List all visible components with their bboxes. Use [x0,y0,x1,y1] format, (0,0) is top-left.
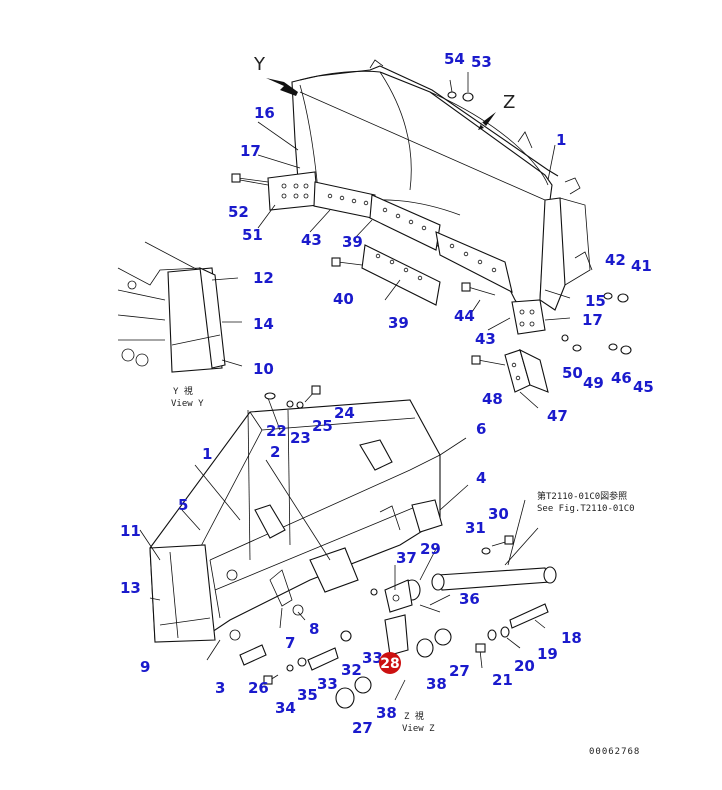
callout: 35 [297,686,318,704]
callout: 32 [341,661,362,679]
callout: 22 [266,422,287,440]
callout: 38 [426,675,447,693]
callout: 25 [312,417,333,435]
callout: 40 [333,290,354,308]
drawing-number: 00062768 [589,747,640,757]
callout: 4 [476,469,486,487]
callout: 44 [454,307,475,325]
reference-note-jp: 第T2110-01C0図参照 [537,490,627,502]
callout: 47 [547,407,568,425]
callout: 41 [631,257,652,275]
blade-drawing [231,59,632,393]
callout: 1 [202,445,212,463]
callout: 34 [275,699,296,717]
callout: 30 [488,505,509,523]
callout: 8 [309,620,319,638]
callout: 50 [562,364,583,382]
callout: 51 [242,226,263,244]
view-z-caption-en: View Z [402,724,435,734]
callout: 43 [475,330,496,348]
frame-drawing [149,385,557,709]
callout: 13 [120,579,141,597]
callout: 24 [334,404,355,422]
callout: 36 [459,590,480,608]
callout: 42 [605,251,626,269]
highlight-marker[interactable] [379,652,401,674]
callout: 16 [254,104,275,122]
callout: 43 [301,231,322,249]
callout: 26 [248,679,269,697]
callout: 33 [317,675,338,693]
callout: 39 [342,233,363,251]
callout: 6 [476,420,486,438]
callout: 21 [492,671,513,689]
leader-lines [139,72,571,701]
callout: 39 [388,314,409,332]
callout: 1 [556,131,566,149]
callout: 54 [444,50,465,68]
callout: 11 [120,522,141,540]
callout-labels: 54 53 16 1 17 52 51 43 39 42 41 40 15 39… [120,50,654,737]
callout: 38 [376,704,397,722]
callout: 2 [270,443,280,461]
callout: 29 [420,540,441,558]
highlighted-callout[interactable]: 28 [379,652,401,674]
view-captions: Y Z Y 視 View Y Z 視 View Z 第T2110-01C0図参照… [171,54,640,757]
callout: 18 [561,629,582,647]
view-y-inset [117,241,243,373]
callout: 53 [471,53,492,71]
highlight-label[interactable]: 28 [380,656,399,672]
callout: 31 [465,519,486,537]
callout: 48 [482,390,503,408]
callout: 17 [582,311,603,329]
callout: 49 [583,374,604,392]
callout: 27 [449,662,470,680]
callout: 27 [352,719,373,737]
callout: 5 [178,496,188,514]
reference-note-en: See Fig.T2110-01C0 [537,504,635,514]
view-y-letter: Y [253,54,266,75]
view-y-caption-en: View Y [171,399,204,409]
callout: 23 [290,429,311,447]
callout: 9 [140,658,150,676]
callout: 17 [240,142,261,160]
callout: 14 [253,315,274,333]
callout: 10 [253,360,274,378]
callout: 15 [585,292,606,310]
view-z-letter: Z [503,92,515,113]
view-z-caption-jp: Z 視 [404,710,424,722]
callout: 20 [514,657,535,675]
callout: 3 [215,679,225,697]
callout: 37 [396,549,417,567]
callout: 7 [285,634,295,652]
callout: 52 [228,203,249,221]
callout: 19 [537,645,558,663]
view-y-caption-jp: Y 視 [173,385,193,397]
callout: 33 [362,649,383,667]
callout: 46 [611,369,632,387]
callout: 45 [633,378,654,396]
callout: 12 [253,269,274,287]
